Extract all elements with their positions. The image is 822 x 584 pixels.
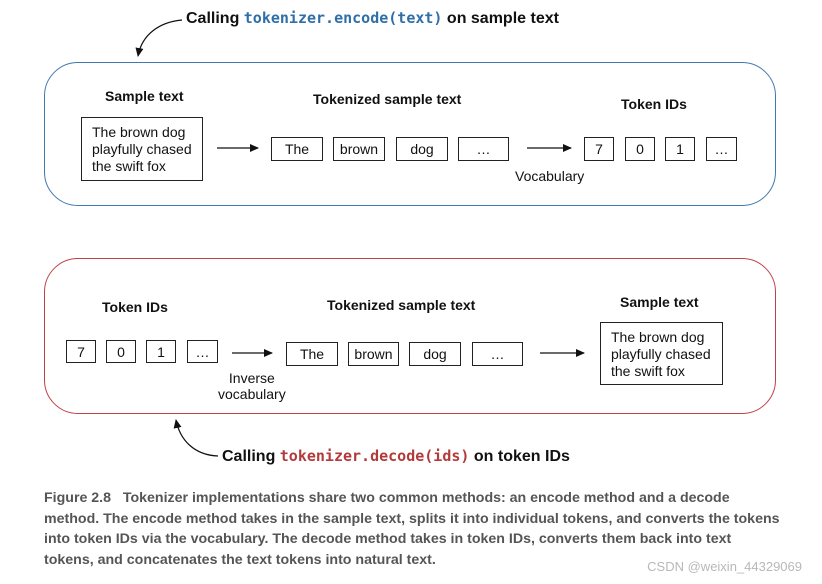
encode-sample-textbox: The brown dog playfully chased the swift… [81, 117, 203, 181]
decode-token-box: dog [409, 342, 461, 366]
decode-sample-line: the swift fox [611, 363, 685, 379]
decode-callout: Calling tokenizer.decode(ids) on token I… [222, 447, 570, 466]
encode-token-box: dog [396, 137, 448, 161]
decode-token-box: The [286, 342, 338, 366]
encode-sample-line: The brown dog [92, 124, 186, 140]
decode-id-box: 1 [146, 340, 176, 363]
encode-token-box: brown [333, 137, 385, 161]
encode-id-box: 0 [625, 137, 655, 161]
encode-callout: Calling tokenizer.encode(text) on sample… [186, 9, 559, 28]
encode-id-box: … [706, 137, 737, 161]
decode-token-box: brown [348, 342, 399, 366]
decode-sample-textbox: The brown dog playfully chased the swift… [600, 322, 723, 385]
figure-caption-text: Tokenizer implementations share two comm… [44, 490, 780, 568]
encode-sample-line: playfully chased [92, 141, 192, 157]
encode-callout-suffix: on sample text [442, 10, 559, 27]
decode-callout-code: tokenizer.decode(ids) [279, 447, 470, 465]
encode-token-box: The [271, 137, 323, 161]
watermark: CSDN @weixin_44329069 [647, 559, 802, 574]
encode-id-box: 1 [665, 137, 695, 161]
encode-callout-code: tokenizer.encode(text) [243, 9, 443, 27]
encode-tokenized-header: Tokenized sample text [313, 91, 462, 107]
decode-id-box: 7 [66, 340, 96, 363]
vocabulary-label: Vocabulary [515, 168, 585, 184]
decode-ids-header: Token IDs [102, 299, 168, 315]
decode-id-box: 0 [106, 340, 136, 363]
figure-label: Figure 2.8 [44, 490, 112, 506]
figure-caption: Figure 2.8 Tokenizer implementations sha… [44, 488, 784, 570]
decode-callout-suffix: on token IDs [469, 448, 570, 465]
decode-sample-line: The brown dog [611, 329, 705, 345]
encode-token-box: … [458, 137, 509, 161]
decode-id-box: … [187, 340, 218, 363]
decode-callout-prefix: Calling [222, 448, 280, 465]
encode-ids-header: Token IDs [621, 96, 687, 112]
encode-callout-prefix: Calling [186, 10, 244, 27]
decode-callout-arrow [173, 419, 219, 457]
inverse-vocabulary-line: vocabulary [218, 386, 286, 402]
decode-sample-line: playfully chased [611, 346, 711, 362]
inverse-vocabulary-line: Inverse [228, 370, 275, 386]
encode-sample-line: the swift fox [92, 158, 166, 174]
decode-token-box: … [472, 342, 523, 366]
decode-tokenized-header: Tokenized sample text [327, 297, 476, 313]
encode-id-box: 7 [584, 137, 614, 161]
encode-callout-arrow [135, 19, 183, 57]
decode-sample-header: Sample text [620, 294, 699, 310]
encode-sample-header: Sample text [105, 88, 184, 104]
inverse-vocabulary-label: Inverse vocabulary [218, 370, 286, 402]
